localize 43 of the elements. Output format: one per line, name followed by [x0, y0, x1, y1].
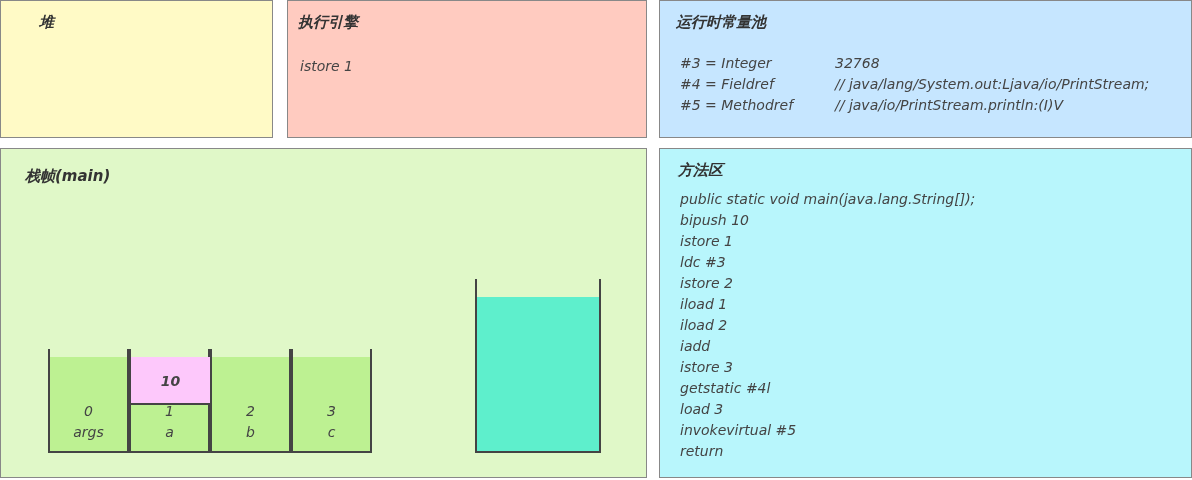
variable-name: args	[72, 423, 105, 442]
constant-entry: #5 = Methodref	[680, 96, 794, 115]
slot-index: 0	[83, 402, 94, 421]
local-variable-slot	[129, 349, 210, 453]
bytecode-line: istore 3	[680, 358, 733, 377]
slot-index: 2	[245, 402, 256, 421]
bytecode-line: istore 2	[680, 274, 733, 293]
variable-name: c	[326, 423, 337, 442]
variable-name: a	[164, 423, 175, 442]
constant-comment: 32768	[835, 54, 880, 73]
heap-panel	[0, 0, 273, 138]
bytecode-line: istore 1	[300, 57, 353, 76]
operand-stack	[475, 279, 601, 453]
method-area-panel	[659, 148, 1192, 478]
local-variable-slot	[48, 349, 129, 453]
constant-entry: #3 = Integer	[680, 54, 772, 73]
local-variable-slot	[210, 349, 291, 453]
panel-heading: 栈帧(main)	[25, 167, 111, 186]
bytecode-line: iload 1	[680, 295, 728, 314]
bytecode-line: ldc #3	[680, 253, 726, 272]
variable-name: b	[245, 423, 256, 442]
slot-index: 1	[164, 402, 175, 421]
local-variable-slot	[291, 349, 372, 453]
constant-comment: // java/io/PrintStream.println:(I)V	[835, 96, 1063, 115]
bytecode-line: iadd	[680, 337, 711, 356]
bytecode-line: public static void main(java.lang.String[]);	[680, 190, 976, 209]
bytecode-line: invokevirtual #5	[680, 421, 797, 440]
constant-entry: #4 = Fieldref	[680, 75, 774, 94]
slot-index: 3	[326, 402, 337, 421]
bytecode-line: iload 2	[680, 316, 728, 335]
value-box: 10	[131, 357, 210, 405]
bytecode-line: load 3	[680, 400, 724, 419]
constant-comment: // java/lang/System.out:Ljava/io/PrintStream;	[835, 75, 1150, 94]
panel-heading: 执行引擎	[298, 13, 358, 32]
constant-pool-panel	[659, 0, 1192, 138]
panel-heading: 运行时常量池	[676, 13, 766, 32]
bytecode-line: getstatic #4l	[680, 379, 771, 398]
bytecode-line: return	[680, 442, 724, 461]
bytecode-line: istore 1	[680, 232, 733, 251]
stack-frame-panel	[0, 148, 647, 478]
execution-engine-panel	[287, 0, 647, 138]
bytecode-line: bipush 10	[680, 211, 749, 230]
panel-heading: 堆	[39, 13, 54, 32]
